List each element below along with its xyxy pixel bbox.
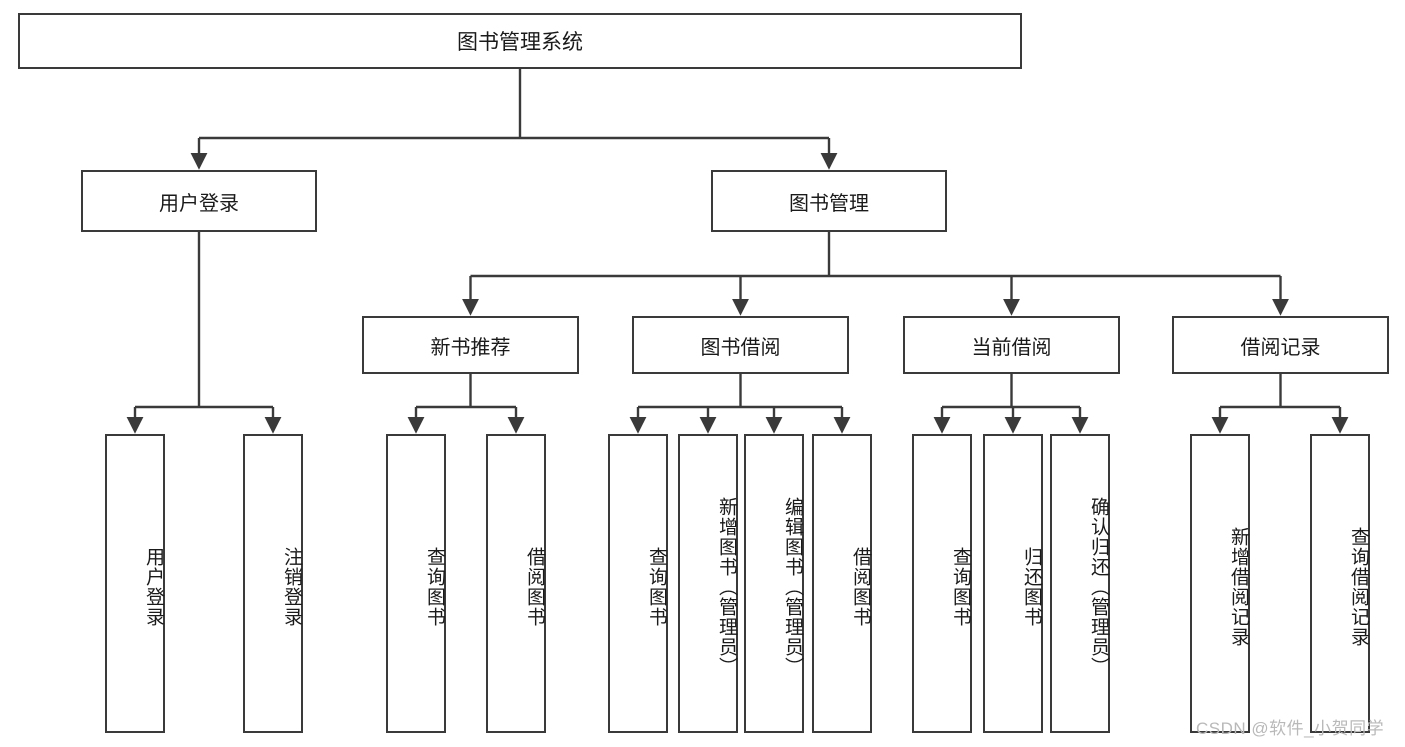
node-leaf-10[interactable]: 确认归还（管理员） (1050, 434, 1110, 733)
node-level3-2-label: 当前借阅 (971, 336, 1052, 359)
node-leaf-4[interactable]: 查询图书 (608, 434, 668, 733)
node-leaf-2-label: 查询图书 (424, 546, 445, 627)
node-level2-0-label: 用户登录 (159, 192, 239, 215)
node-root[interactable]: 图书管理系统 (18, 13, 1022, 69)
node-leaf-12-label: 查询借阅记录 (1348, 526, 1369, 647)
node-level3-2[interactable]: 当前借阅 (903, 316, 1120, 374)
node-level3-0-label: 新书推荐 (430, 336, 511, 359)
node-leaf-0[interactable]: 用户登录 (105, 434, 165, 733)
node-level3-1-label: 图书借阅 (700, 336, 781, 359)
node-leaf-4-label: 查询图书 (646, 546, 667, 627)
node-leaf-11[interactable]: 新增借阅记录 (1190, 434, 1250, 733)
node-leaf-5-label: 新增图书（管理员） (716, 496, 737, 677)
node-leaf-2[interactable]: 查询图书 (386, 434, 446, 733)
node-root-label: 图书管理系统 (457, 31, 583, 54)
node-leaf-6-label: 编辑图书（管理员） (782, 496, 803, 677)
node-leaf-7[interactable]: 借阅图书 (812, 434, 872, 733)
node-leaf-7-label: 借阅图书 (850, 546, 871, 627)
node-leaf-8-label: 查询图书 (950, 546, 971, 627)
node-level2-1-label: 图书管理 (789, 192, 869, 215)
node-level3-3[interactable]: 借阅记录 (1172, 316, 1389, 374)
node-leaf-12[interactable]: 查询借阅记录 (1310, 434, 1370, 733)
node-leaf-9-label: 归还图书 (1021, 546, 1042, 627)
node-level2-0[interactable]: 用户登录 (81, 170, 317, 232)
node-leaf-11-label: 新增借阅记录 (1228, 526, 1249, 647)
node-level3-3-label: 借阅记录 (1240, 336, 1321, 359)
node-level2-1[interactable]: 图书管理 (711, 170, 947, 232)
node-leaf-3[interactable]: 借阅图书 (486, 434, 546, 733)
node-level3-1[interactable]: 图书借阅 (632, 316, 849, 374)
node-leaf-0-label: 用户登录 (143, 546, 164, 627)
node-leaf-3-label: 借阅图书 (524, 546, 545, 627)
node-leaf-1[interactable]: 注销登录 (243, 434, 303, 733)
node-leaf-10-label: 确认归还（管理员） (1088, 496, 1109, 677)
node-leaf-5[interactable]: 新增图书（管理员） (678, 434, 738, 733)
node-leaf-9[interactable]: 归还图书 (983, 434, 1043, 733)
node-leaf-1-label: 注销登录 (281, 546, 302, 627)
watermark-text: CSDN @软件_小贺同学 (1196, 719, 1385, 738)
node-leaf-6[interactable]: 编辑图书（管理员） (744, 434, 804, 733)
node-level3-0[interactable]: 新书推荐 (362, 316, 579, 374)
node-leaf-8[interactable]: 查询图书 (912, 434, 972, 733)
